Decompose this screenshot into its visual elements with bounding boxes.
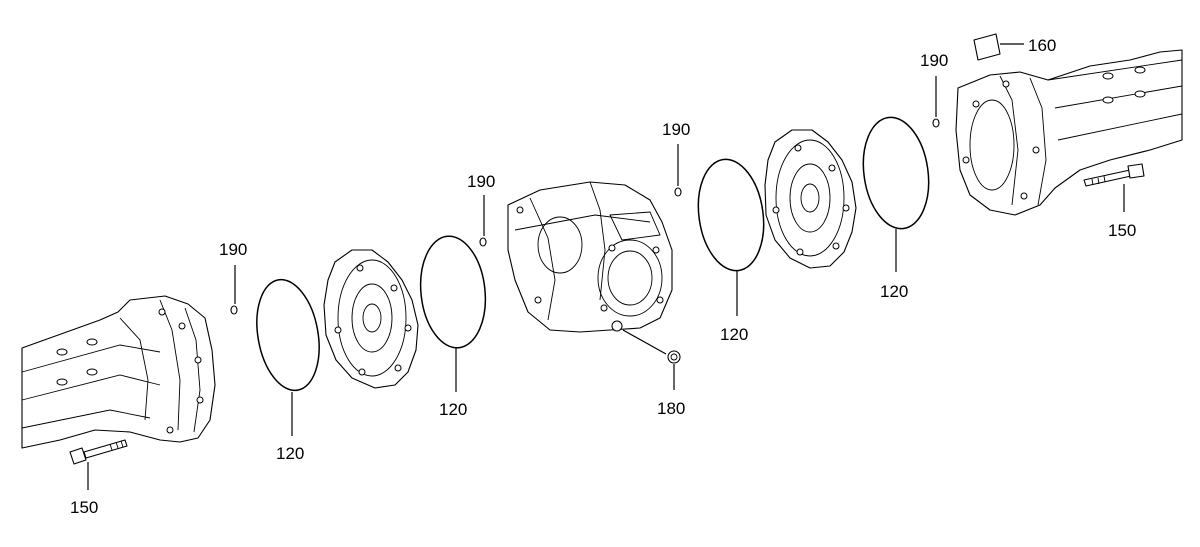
seal-ring-120-d [862, 116, 930, 230]
oring-190-a [230, 305, 238, 315]
oring-190-c [674, 187, 682, 197]
right-axle-housing [955, 49, 1183, 216]
callout-160: 160 [1028, 36, 1056, 55]
seal-ring-120-b [419, 235, 487, 349]
drain-plug-180 [667, 350, 681, 364]
flange-cover-right [764, 129, 857, 269]
callout-120-d: 120 [880, 282, 908, 301]
flange-cover-left [323, 249, 419, 389]
callout-190-c: 190 [662, 120, 690, 139]
callout-190-d: 190 [920, 51, 948, 70]
callout-150-right: 150 [1108, 221, 1136, 240]
leader-lines [87, 43, 1125, 490]
seal-ring-120-a [256, 278, 320, 392]
callout-190-b: 190 [467, 172, 495, 191]
differential-housing [507, 181, 673, 333]
callout-190-a: 190 [219, 240, 247, 259]
oring-190-d [932, 118, 940, 128]
callout-150-left: 150 [70, 498, 98, 517]
callout-120-c: 120 [720, 325, 748, 344]
left-axle-housing [21, 295, 216, 449]
callout-120-b: 120 [439, 400, 467, 419]
seal-ring-120-c [697, 158, 765, 272]
callout-180: 180 [657, 399, 685, 418]
label-plate-160 [973, 33, 1001, 61]
bolt-150-right [1083, 163, 1145, 187]
callout-120-a: 120 [276, 444, 304, 463]
bolt-150-left [69, 439, 128, 465]
oring-190-b [479, 237, 487, 247]
